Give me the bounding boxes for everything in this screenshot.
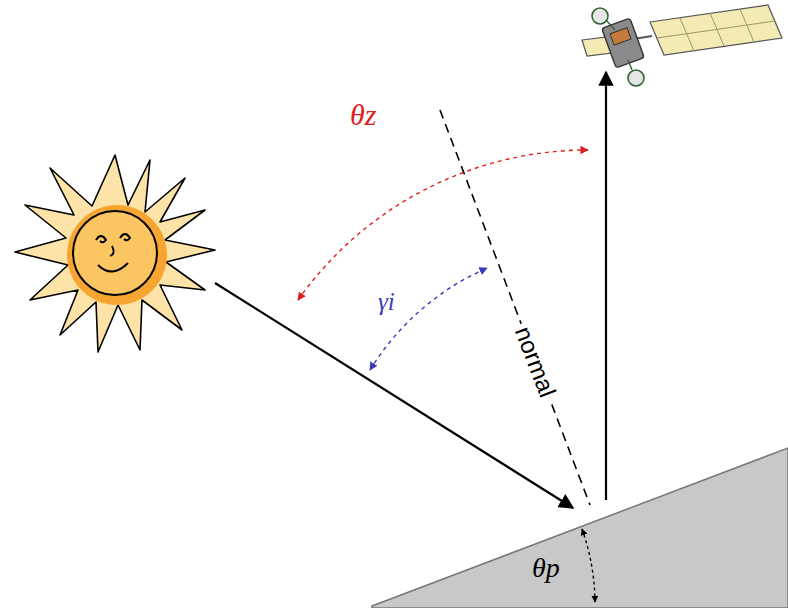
slope-surface [372,448,788,608]
sun-ray-arrow [215,283,573,508]
sun-icon [15,155,215,352]
incidence-angle-arc [370,268,487,370]
slope-angle-label: θp [532,553,560,584]
normal-label: normal [507,319,563,405]
normal-line [440,110,590,505]
view-arrow [605,72,607,500]
zenith-angle-label: θz [350,98,376,131]
satellite-icon [582,5,782,86]
zenith-angle-arc [298,150,588,300]
slope-angle-arc [582,529,595,602]
incidence-angle-label: γi [378,288,395,316]
